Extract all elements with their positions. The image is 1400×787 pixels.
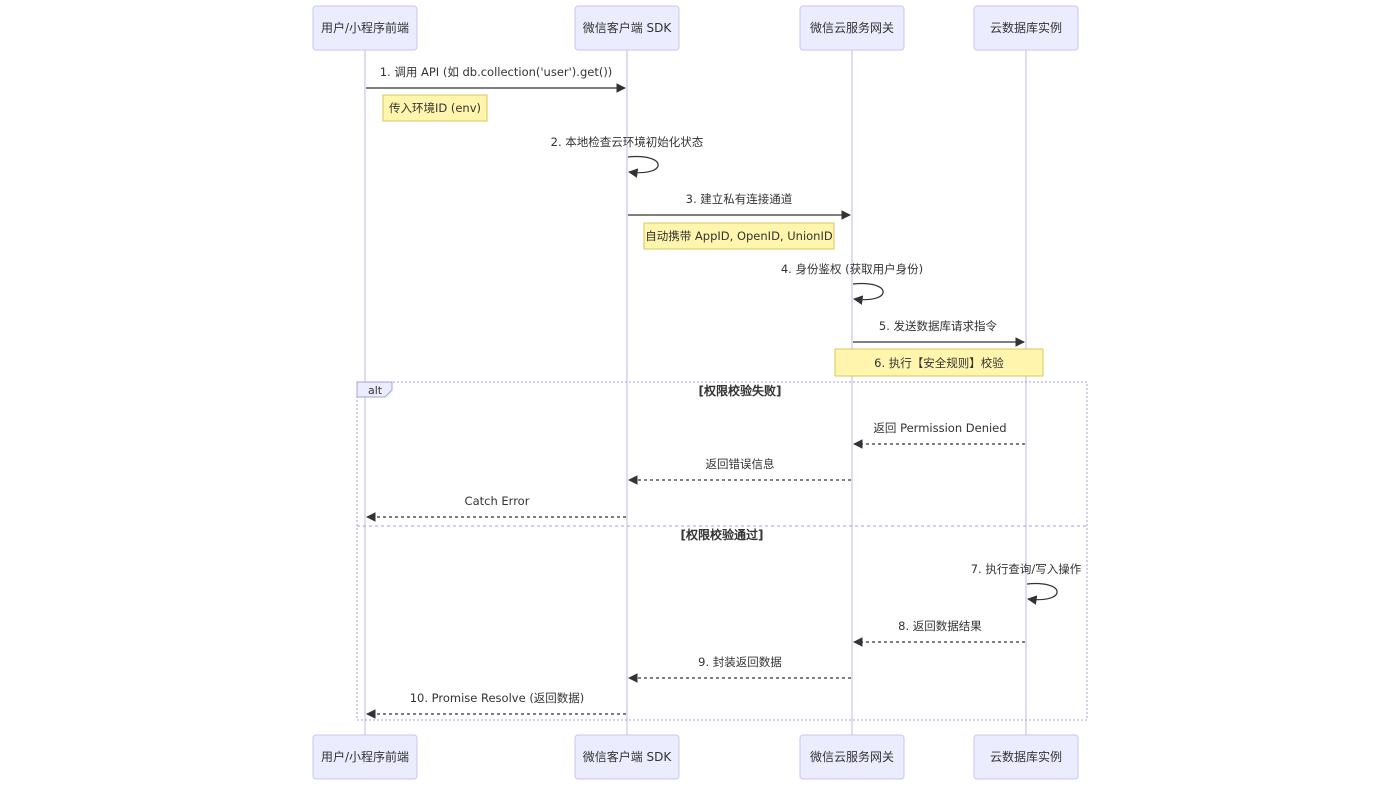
actor-sdk-label-bottom: 微信客户端 SDK — [583, 749, 673, 764]
message-label: 4. 身份鉴权 (获取用户身份) — [781, 262, 923, 276]
actor-gateway-label-bottom: 微信云服务网关 — [810, 749, 894, 764]
actor-gateway-top[interactable]: 微信云服务网关 — [799, 5, 905, 51]
message-label: 3. 建立私有连接通道 — [686, 192, 793, 206]
alt-keyword: alt — [368, 384, 383, 397]
actor-gateway-bottom[interactable]: 微信云服务网关 — [799, 734, 905, 780]
message-label: 7. 执行查询/写入操作 — [971, 562, 1082, 576]
actor-user-top[interactable]: 用户/小程序前端 — [312, 5, 418, 51]
alt-block: alt [权限校验失败] [权限校验通过] — [356, 381, 1088, 721]
actor-db-top[interactable]: 云数据库实例 — [973, 5, 1079, 51]
actors-bottom: 用户/小程序前端 微信客户端 SDK 微信云服务网关 云数据库实例 — [312, 734, 1079, 780]
message-label: 返回错误信息 — [706, 457, 775, 471]
actor-gateway-label: 微信云服务网关 — [810, 20, 894, 35]
actor-user-bottom[interactable]: 用户/小程序前端 — [312, 734, 418, 780]
alt-frame — [356, 381, 1088, 721]
message-label: 5. 发送数据库请求指令 — [879, 319, 998, 333]
actors-top: 用户/小程序前端 微信客户端 SDK 微信云服务网关 云数据库实例 — [312, 5, 1079, 51]
actor-db-label-bottom: 云数据库实例 — [990, 749, 1062, 764]
actor-user-label: 用户/小程序前端 — [321, 20, 409, 35]
messages: 1. 调用 API (如 db.collection('user').get()… — [366, 65, 1082, 719]
alt-condition-1: [权限校验失败] — [699, 383, 782, 398]
actor-sdk-bottom[interactable]: 微信客户端 SDK — [574, 734, 680, 780]
message-label: Catch Error — [465, 494, 530, 508]
message-label: 2. 本地检查云环境初始化状态 — [551, 135, 704, 149]
note-text: 传入环境ID (env) — [389, 101, 481, 115]
message-label: 9. 封装返回数据 — [698, 655, 782, 669]
actor-user-label-bottom: 用户/小程序前端 — [321, 749, 409, 764]
note-box — [834, 348, 1044, 377]
alt-condition-2: [权限校验通过] — [681, 527, 764, 542]
note-box — [382, 94, 488, 122]
actor-sdk-label: 微信客户端 SDK — [583, 20, 673, 35]
message-label: 返回 Permission Denied — [873, 421, 1006, 435]
note-text: 6. 执行【安全规则】校验 — [874, 356, 1004, 370]
actor-sdk-top[interactable]: 微信客户端 SDK — [574, 5, 680, 51]
alt-label-box — [356, 381, 393, 398]
note-text: 自动携带 AppID, OpenID, UnionID — [645, 229, 833, 243]
self-message-arrow — [627, 155, 659, 178]
self-message-arrow — [852, 282, 884, 305]
message-label: 8. 返回数据结果 — [898, 619, 982, 633]
actor-db-bottom[interactable]: 云数据库实例 — [973, 734, 1079, 780]
message-label: 10. Promise Resolve (返回数据) — [410, 691, 585, 705]
actor-db-label: 云数据库实例 — [990, 20, 1062, 35]
self-message-arrow — [1026, 582, 1058, 605]
note-box — [643, 222, 835, 250]
message-label: 1. 调用 API (如 db.collection('user').get()… — [380, 65, 613, 79]
